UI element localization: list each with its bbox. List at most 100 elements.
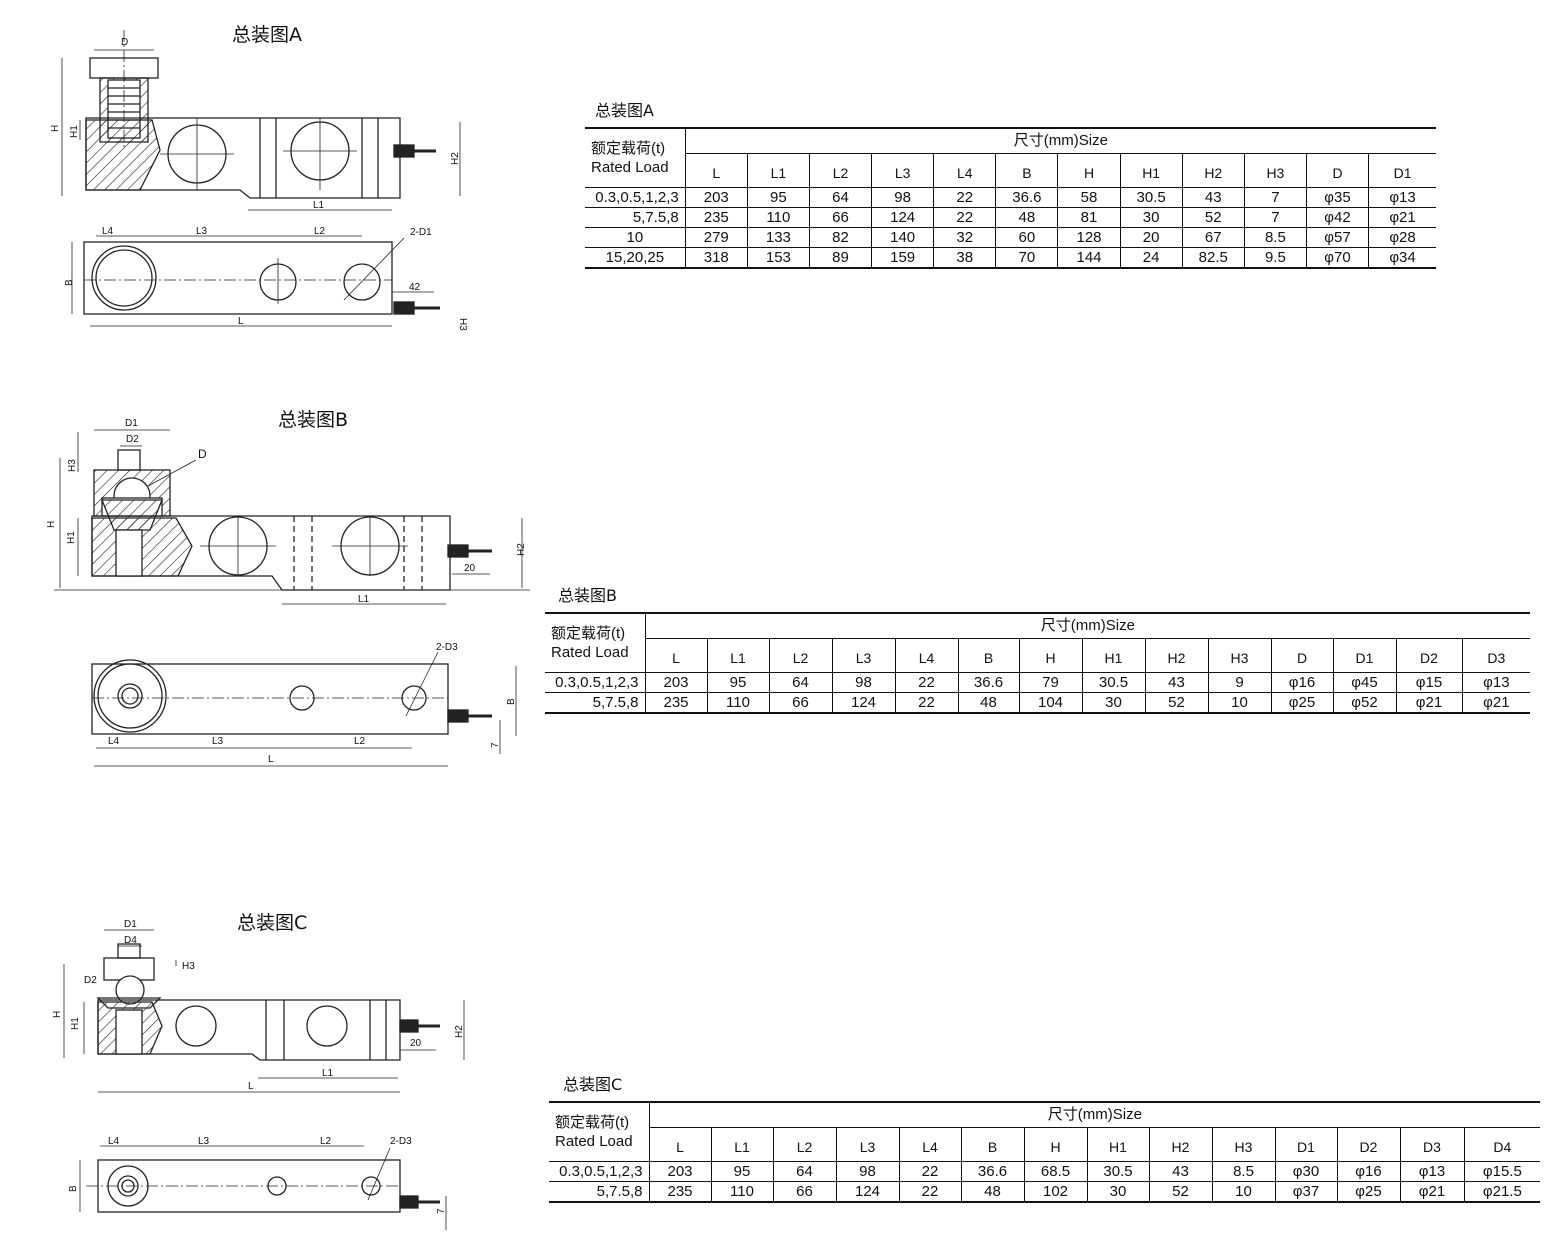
table-cell: φ13 — [1368, 187, 1436, 208]
table-cell: 159 — [871, 247, 934, 269]
table-cell: 89 — [808, 247, 872, 269]
label-h1: H1 — [69, 125, 80, 138]
table-cell: 66 — [808, 207, 872, 228]
col-header: D1 — [1274, 1127, 1337, 1162]
table-row: 0.3,0.5,1,2,3 203 95 64 98 22 36.6 58 30… — [585, 187, 1436, 208]
drawing-a-title: 总装图A — [232, 24, 302, 46]
table-cell: 52 — [1144, 692, 1208, 714]
table-cell: 98 — [871, 187, 934, 208]
label-l: L — [248, 1081, 254, 1092]
table-cell: 81 — [1057, 207, 1121, 228]
label-2-d3: 2-D3 — [436, 642, 458, 653]
col-header: L4 — [898, 1127, 961, 1162]
table-cell: 128 — [1057, 227, 1121, 248]
table-cell: 10 — [1207, 692, 1271, 714]
table-cell: 110 — [710, 1181, 773, 1203]
label-20: 20 — [410, 1038, 422, 1049]
table-cell: 203 — [684, 187, 748, 208]
table-cell: 124 — [835, 1181, 899, 1203]
table-cell: 38 — [933, 247, 996, 269]
table-cell: φ25 — [1270, 692, 1333, 714]
label-h1: H1 — [70, 1017, 81, 1030]
table-cell: φ25 — [1336, 1181, 1400, 1203]
col-header: D4 — [1463, 1127, 1541, 1162]
label-l2: L2 — [314, 226, 326, 237]
table-cell: 98 — [831, 672, 895, 693]
table-cell: 22 — [933, 187, 996, 208]
label-h3: H3 — [457, 318, 468, 331]
col-header: L — [684, 153, 748, 188]
table-cell: 43 — [1148, 1161, 1212, 1182]
drawing-c-top-view — [79, 1145, 447, 1230]
table-cell: 104 — [1018, 692, 1082, 714]
col-header: H3 — [1211, 1127, 1275, 1162]
label-l2: L2 — [320, 1136, 332, 1147]
table-cell: 153 — [746, 247, 810, 269]
table-row: 0.3,0.5,1,2,3 203 95 64 98 22 36.6 68.5 … — [549, 1161, 1541, 1182]
table-cell: 7 — [1243, 207, 1307, 228]
table-cell: 95 — [710, 1161, 773, 1182]
rated-load-header: 额定载荷(t) Rated Load — [549, 1101, 650, 1162]
drawing-b-top-view — [91, 651, 517, 767]
label-l1: L1 — [313, 200, 325, 211]
label-d2: D2 — [126, 434, 139, 445]
col-header: D3 — [1399, 1127, 1464, 1162]
table-cell: 68.5 — [1023, 1161, 1087, 1182]
col-header: L4 — [894, 638, 958, 673]
rated-load-header: 额定载荷(t) Rated Load — [545, 612, 646, 673]
table-cell: 102 — [1023, 1181, 1087, 1203]
col-header: H3 — [1207, 638, 1271, 673]
drawing-a-side-view — [61, 30, 461, 211]
table-cell: φ42 — [1305, 207, 1369, 228]
label-b: B — [64, 279, 75, 286]
table-cell: 144 — [1057, 247, 1121, 269]
rated-load-cn: 额定载荷(t) — [555, 1114, 630, 1131]
table-cell: 70 — [995, 247, 1058, 269]
table-cell: 0.3,0.5,1,2,3 — [545, 672, 646, 693]
label-b: B — [506, 698, 517, 705]
size-header: 尺寸(mm)Size — [649, 1101, 1541, 1128]
label-h3: H3 — [67, 459, 78, 472]
drawing-b-side-view — [54, 429, 530, 605]
rated-load-en: Rated Load — [555, 1133, 633, 1150]
table-cell: 36.6 — [995, 187, 1058, 208]
table-cell: 66 — [768, 692, 832, 714]
rated-load-header: 额定载荷(t) Rated Load — [585, 127, 686, 188]
table-cell: 124 — [871, 207, 934, 228]
table-cell: 48 — [957, 692, 1019, 714]
col-header: H — [1057, 153, 1121, 188]
table-cell: 58 — [1057, 187, 1121, 208]
label-d2: D2 — [84, 975, 97, 986]
table-cell: 22 — [933, 207, 996, 228]
rated-load-cn: 额定载荷(t) — [591, 140, 666, 157]
label-d1: D1 — [124, 919, 137, 930]
table-cell: 48 — [960, 1181, 1024, 1203]
col-header: L1 — [710, 1127, 773, 1162]
table-cell: 124 — [831, 692, 895, 714]
col-header: D1 — [1332, 638, 1396, 673]
col-header: L1 — [706, 638, 769, 673]
table-cell: 30 — [1119, 207, 1183, 228]
table-b: 额定载荷(t) Rated Load 尺寸(mm)Size L L1 L2 L3… — [545, 612, 1531, 714]
label-l3: L3 — [198, 1136, 210, 1147]
table-c: 额定载荷(t) Rated Load 尺寸(mm)Size L L1 L2 L3… — [549, 1101, 1541, 1203]
col-header: B — [995, 153, 1058, 188]
table-cell: 32 — [933, 227, 996, 248]
size-header: 尺寸(mm)Size — [645, 612, 1531, 639]
table-row: 10 279 133 82 140 32 60 128 20 67 8.5 φ5… — [585, 227, 1436, 248]
table-cell: 95 — [706, 672, 769, 693]
table-cell: 43 — [1181, 187, 1245, 208]
col-header: L2 — [772, 1127, 836, 1162]
table-cell: 36.6 — [960, 1161, 1024, 1182]
label-h2: H2 — [450, 152, 461, 165]
table-cell: 10 — [585, 227, 686, 248]
table-cell: φ16 — [1270, 672, 1333, 693]
col-header: D — [1305, 153, 1369, 188]
label-d: D — [121, 37, 128, 48]
label-7: 7 — [490, 742, 501, 748]
table-row: 5,7.5,8 235 110 66 124 22 48 81 30 52 7 … — [585, 207, 1436, 228]
table-a: 额定载荷(t) Rated Load 尺寸(mm)Size L L1 L2 L3… — [585, 127, 1436, 269]
col-header: H — [1023, 1127, 1087, 1162]
label-h1: H1 — [66, 531, 77, 544]
col-header: H2 — [1148, 1127, 1212, 1162]
